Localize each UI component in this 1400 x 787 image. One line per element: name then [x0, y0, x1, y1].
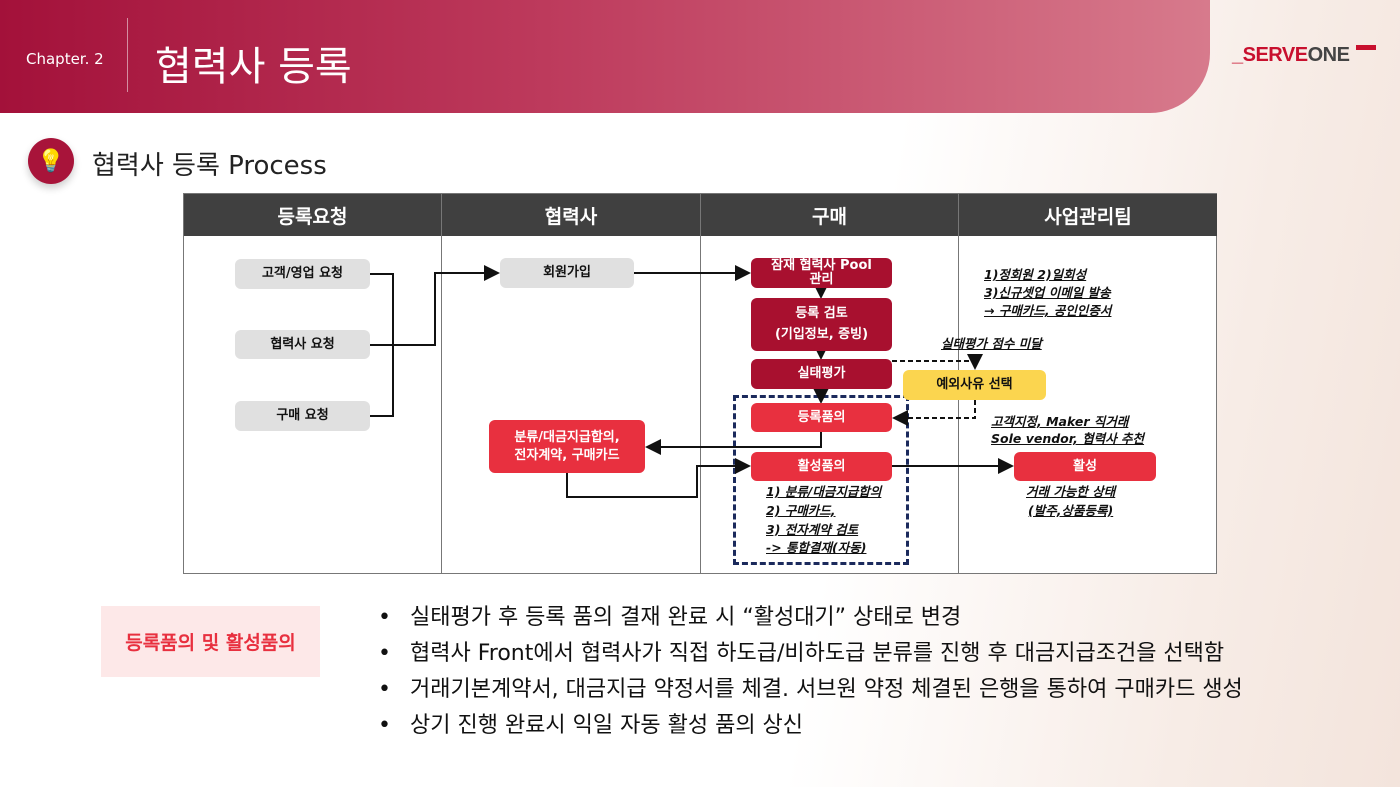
- bullet-item: 실태평가 후 등록 품의 결재 완료 시 “활성대기” 상태로 변경: [378, 604, 1328, 632]
- column-divider: [700, 236, 701, 573]
- header-divider: [127, 18, 128, 92]
- header-banner: [0, 0, 1210, 113]
- bullet-item: 거래기본계약서, 대금지급 약정서를 체결. 서브원 약정 체결된 은행을 통하…: [378, 676, 1328, 704]
- evaluation-box: 실태평가: [751, 359, 892, 389]
- column-header-request: 등록요청: [184, 194, 442, 236]
- active-state-note: 거래 가능한 상태(발주,상품등록): [1026, 484, 1116, 518]
- summary-tag: 등록품의 및 활성품의: [101, 606, 320, 677]
- column-divider: [441, 236, 442, 573]
- logo-accent-bar: [1356, 45, 1376, 50]
- summary-bullets: 실태평가 후 등록 품의 결재 완료 시 “활성대기” 상태로 변경 협력사 F…: [378, 604, 1328, 748]
- activation-approval-box: 활성품의: [751, 452, 892, 481]
- serveone-logo: _SERVEONE: [1232, 44, 1350, 66]
- evaluation-fail-note: 실태평가 점수 미달: [941, 336, 1042, 351]
- purchase-request-box: 구매 요청: [235, 401, 370, 431]
- signup-box: 회원가입: [500, 258, 634, 288]
- column-divider: [958, 236, 959, 573]
- active-box: 활성: [1014, 452, 1156, 481]
- customer-request-box: 고객/영업 요청: [235, 259, 370, 289]
- registration-approval-box: 등록품의: [751, 403, 892, 432]
- lightbulb-icon: 💡: [28, 138, 74, 184]
- page-title: 협력사 등록: [155, 44, 352, 90]
- section-title: 협력사 등록 Process: [92, 151, 327, 181]
- bullet-item: 협력사 Front에서 협력사가 직접 하도급/비하도급 분류를 진행 후 대금…: [378, 640, 1328, 668]
- exception-box: 예외사유 선택: [903, 370, 1046, 400]
- registration-review-box: 등록 검토(기입정보, 증빙): [751, 298, 892, 351]
- column-header-partner: 협력사: [442, 194, 701, 236]
- column-header-biz-team: 사업관리팀: [959, 194, 1217, 236]
- column-header-purchase: 구매: [701, 194, 959, 236]
- partner-request-box: 협력사 요청: [235, 330, 370, 359]
- chapter-label: Chapter. 2: [26, 50, 104, 68]
- bullet-item: 상기 진행 완료시 익일 자동 활성 품의 상신: [378, 712, 1328, 740]
- classification-box: 분류/대금지급합의,전자계약, 구매카드: [489, 420, 645, 473]
